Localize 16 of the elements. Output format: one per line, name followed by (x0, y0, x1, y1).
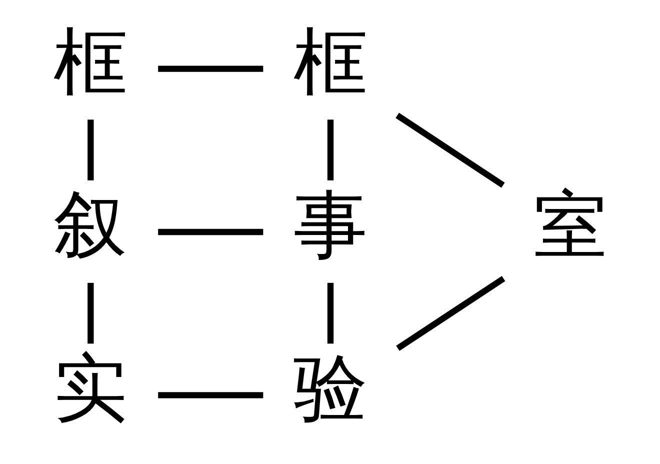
node-text: 验 (293, 346, 367, 432)
connector (326, 120, 334, 180)
connector (396, 276, 505, 351)
connector (326, 282, 334, 344)
node-text: 框 (53, 19, 128, 106)
node-text: 框 (293, 19, 367, 106)
connector (395, 112, 504, 188)
connector (158, 392, 263, 398)
node-text: 事 (293, 182, 367, 269)
node-text: 叙 (53, 182, 128, 269)
node-text: 实 (53, 346, 128, 432)
connector (87, 120, 94, 180)
connector (87, 282, 94, 344)
connector (158, 66, 263, 72)
connector (158, 228, 263, 236)
node-text: 室 (532, 182, 607, 269)
